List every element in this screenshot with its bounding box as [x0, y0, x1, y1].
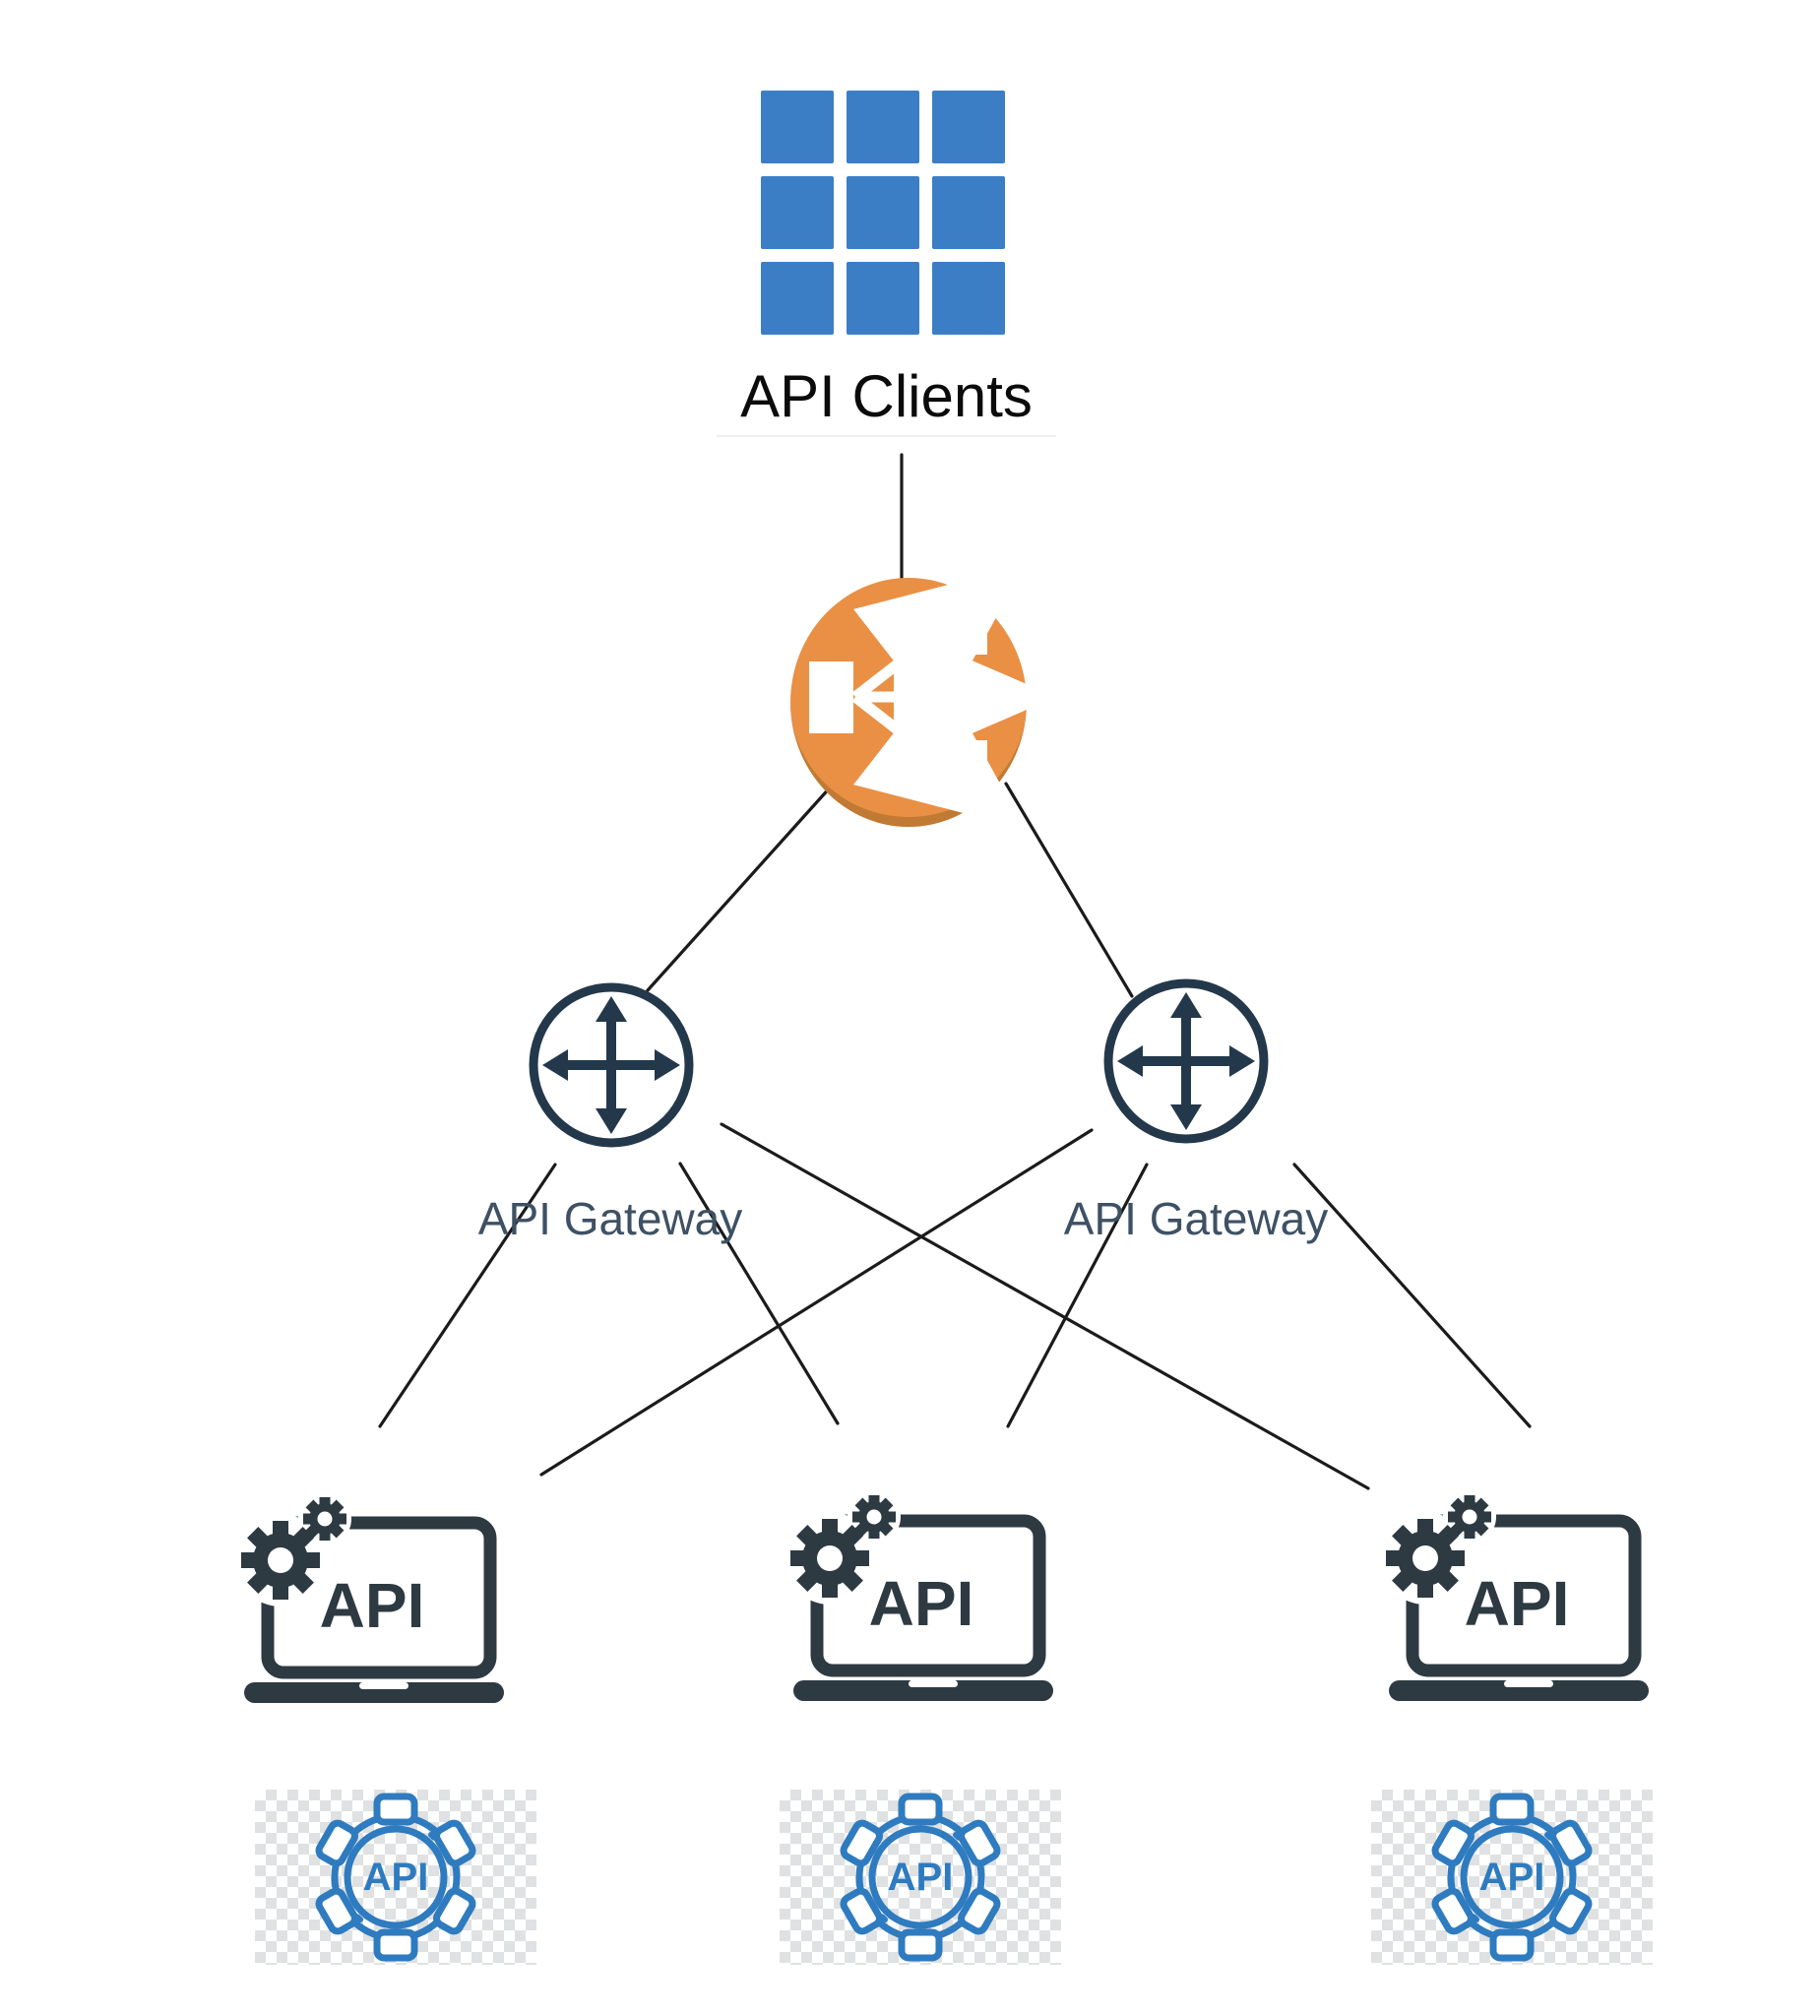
gateway-left-label: API Gateway [477, 1193, 743, 1244]
laptop-api-text: API [320, 1570, 425, 1641]
gear-api-text: API [888, 1856, 954, 1899]
api-gear-icon: API [838, 1793, 1003, 1962]
api-service-right-node: API [1371, 1790, 1653, 1965]
api-service-middle-node: API [780, 1790, 1061, 1965]
client-square [847, 262, 919, 335]
load-balancer-node [790, 578, 1027, 827]
client-square [761, 91, 834, 163]
api-server-right-node: API [1381, 1460, 1657, 1706]
api-gear-icon: API [313, 1793, 478, 1962]
edge-gateway-left-to-api-server-middle [678, 1162, 840, 1425]
client-square [932, 91, 1005, 163]
gateway-cross-arrows-icon [1103, 978, 1269, 1144]
client-square [932, 176, 1005, 249]
client-square [761, 176, 834, 249]
edge-gateway-right-to-api-server-left [539, 1128, 1094, 1477]
gear-api-text: API [1479, 1856, 1545, 1899]
gateway-right-label: API Gateway [1063, 1193, 1329, 1244]
edge-gateway-left-to-api-server-left [378, 1163, 557, 1428]
laptop-api-icon: API [1381, 1460, 1657, 1706]
edge-gateway-left-to-api-server-right [720, 1122, 1370, 1490]
client-square [761, 262, 834, 335]
client-square [847, 176, 919, 249]
edge-load-balancer-to-gateway-left [646, 784, 834, 992]
api-server-middle-node: API [785, 1460, 1061, 1706]
gear-api-text: API [363, 1856, 429, 1899]
api-gear-icon: API [1429, 1793, 1595, 1962]
gateway-right-node [1103, 978, 1269, 1144]
api-service-left-node: API [255, 1790, 536, 1965]
elastic-load-balancer-icon [809, 578, 1027, 817]
client-square [932, 262, 1005, 335]
api-clients-label: API Clients [717, 364, 1056, 437]
client-square [847, 91, 919, 163]
gateway-left-node [529, 982, 694, 1148]
edge-gateway-right-to-api-server-right [1292, 1163, 1532, 1428]
edge-load-balancer-to-gateway-right [1004, 782, 1134, 998]
edge-gateway-right-to-api-server-middle [1006, 1163, 1149, 1428]
laptop-api-icon: API [236, 1462, 512, 1708]
laptop-api-icon: API [785, 1460, 1061, 1706]
api-server-left-node: API [236, 1462, 512, 1708]
gateway-cross-arrows-icon [529, 982, 694, 1148]
laptop-api-text: API [869, 1568, 974, 1639]
api-clients-grid-icon [761, 91, 1005, 335]
laptop-api-text: API [1465, 1568, 1570, 1639]
